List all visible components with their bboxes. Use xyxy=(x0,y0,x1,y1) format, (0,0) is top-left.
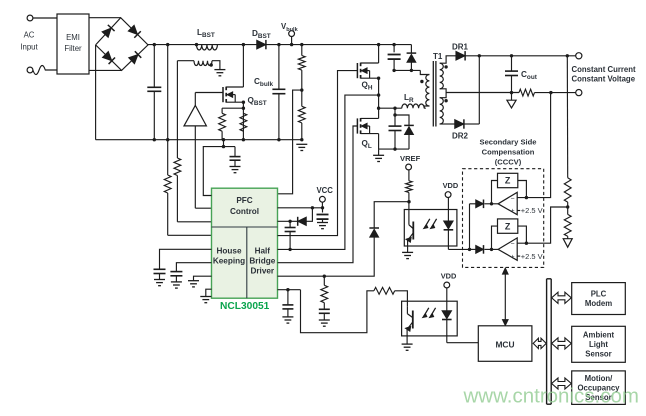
svg-text:(CCCV): (CCCV) xyxy=(495,157,522,166)
svg-text:Constant Voltage: Constant Voltage xyxy=(572,75,636,84)
svg-text:T1: T1 xyxy=(433,52,443,61)
svg-text:House: House xyxy=(216,246,241,255)
svg-text:+2.5 V: +2.5 V xyxy=(521,252,543,261)
svg-text:PFC: PFC xyxy=(236,196,252,205)
svg-text:MCU: MCU xyxy=(495,339,514,349)
svg-text:DR2: DR2 xyxy=(452,132,469,141)
svg-text:Filter: Filter xyxy=(64,44,82,53)
svg-text:Secondary Side: Secondary Side xyxy=(480,137,537,146)
svg-text:−: − xyxy=(511,241,515,248)
svg-text:−: − xyxy=(511,196,515,203)
svg-text:Ambient: Ambient xyxy=(583,331,615,340)
svg-text:DR1: DR1 xyxy=(452,43,469,52)
svg-text:Z: Z xyxy=(505,221,511,231)
svg-text:+2.5 V: +2.5 V xyxy=(521,206,543,215)
svg-text:PLC: PLC xyxy=(591,290,607,299)
svg-text:+: + xyxy=(511,208,515,215)
svg-text:VCC: VCC xyxy=(316,186,333,195)
svg-text:Keeping: Keeping xyxy=(213,256,245,265)
svg-text:Light: Light xyxy=(589,340,608,349)
svg-text:Constant Current: Constant Current xyxy=(572,65,637,74)
svg-text:VDD: VDD xyxy=(443,181,459,190)
svg-text:Modem: Modem xyxy=(585,299,612,308)
svg-text:Sensor: Sensor xyxy=(585,350,611,359)
svg-text:Control: Control xyxy=(230,207,259,216)
svg-text:Bridge: Bridge xyxy=(249,256,275,265)
svg-text:VREF: VREF xyxy=(400,154,421,163)
svg-text:Compensation: Compensation xyxy=(482,147,535,156)
svg-text:www.cntronics.com: www.cntronics.com xyxy=(463,385,639,408)
svg-text:+: + xyxy=(511,254,515,261)
svg-text:AC: AC xyxy=(24,31,35,40)
svg-text:Motion/: Motion/ xyxy=(585,374,614,383)
svg-text:VDD: VDD xyxy=(441,272,457,281)
svg-text:Input: Input xyxy=(20,43,38,52)
svg-text:EMI: EMI xyxy=(66,33,80,42)
svg-text:Half: Half xyxy=(255,246,271,255)
svg-text:Driver: Driver xyxy=(250,266,274,275)
svg-text:NCL30051: NCL30051 xyxy=(220,301,270,312)
svg-text:Z: Z xyxy=(505,176,511,186)
